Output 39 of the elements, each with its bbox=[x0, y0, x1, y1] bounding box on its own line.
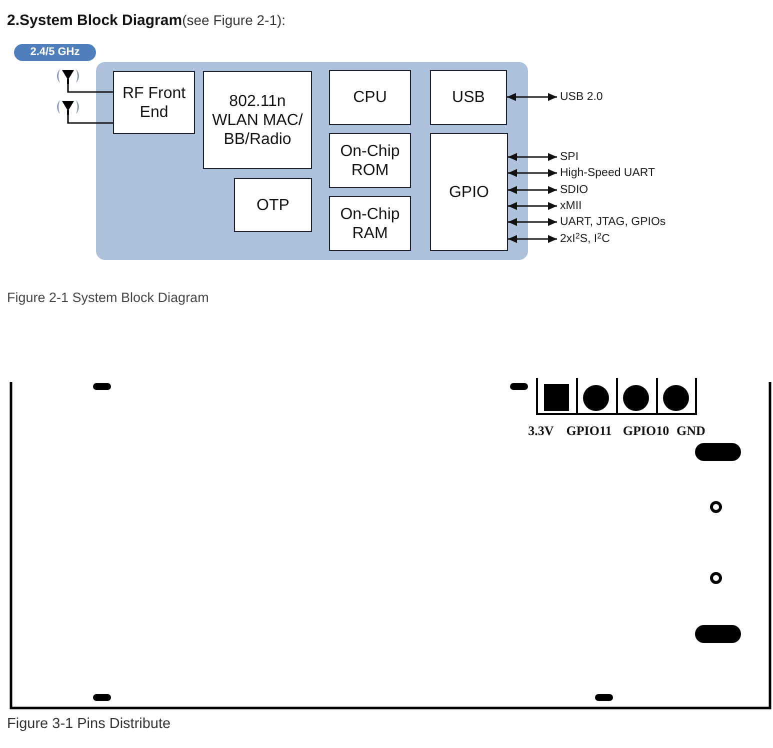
function-block bbox=[234, 178, 312, 232]
function-block bbox=[329, 133, 411, 188]
antenna-icon bbox=[54, 68, 82, 84]
block-label: 802.11n WLAN MAC/ BB/Radio bbox=[211, 92, 304, 148]
block-label: USB bbox=[452, 88, 485, 107]
function-block bbox=[430, 133, 508, 251]
interface-label: xMII bbox=[560, 199, 582, 213]
block-label: On-Chip RAM bbox=[339, 204, 401, 242]
figure-caption: Figure 2-1 System Block Diagram bbox=[7, 289, 209, 306]
figure-caption: Figure 3-1 Pins Distribute bbox=[7, 715, 171, 733]
double-arrow bbox=[508, 235, 557, 243]
double-arrow bbox=[508, 218, 557, 226]
interface-label: SPI bbox=[560, 150, 579, 164]
frequency-tag: 2.4/5 GHz bbox=[14, 44, 96, 61]
block-label: On-Chip ROM bbox=[339, 142, 401, 180]
interface-label: 2xI$^{2}$S, I$^{2}$C bbox=[560, 232, 610, 246]
function-block bbox=[329, 70, 411, 125]
block-label: GPIO bbox=[448, 182, 489, 202]
antenna-icon bbox=[54, 99, 82, 115]
double-arrow bbox=[508, 202, 557, 210]
connector-line bbox=[67, 115, 113, 124]
double-arrow bbox=[508, 169, 557, 177]
block-label: OTP bbox=[256, 196, 290, 214]
chip-block bbox=[96, 62, 528, 260]
interface-label: UART, JTAG, GPIOs bbox=[560, 215, 666, 229]
double-arrow bbox=[508, 186, 557, 194]
interface-label: High-Speed UART bbox=[560, 166, 656, 180]
interface-label: SDIO bbox=[560, 183, 588, 197]
connector-line bbox=[67, 84, 113, 93]
double-arrow bbox=[507, 93, 557, 101]
function-block bbox=[430, 70, 507, 125]
heading: 2.System Block Diagram(see Figure 2-1): bbox=[7, 11, 286, 31]
double-arrow bbox=[508, 153, 557, 161]
block-label: CPU bbox=[353, 88, 387, 107]
function-block bbox=[329, 196, 411, 251]
interface-label: USB 2.0 bbox=[560, 90, 603, 104]
function-block bbox=[113, 71, 195, 134]
block-label: RF Front End bbox=[121, 84, 187, 122]
function-block bbox=[203, 71, 312, 169]
